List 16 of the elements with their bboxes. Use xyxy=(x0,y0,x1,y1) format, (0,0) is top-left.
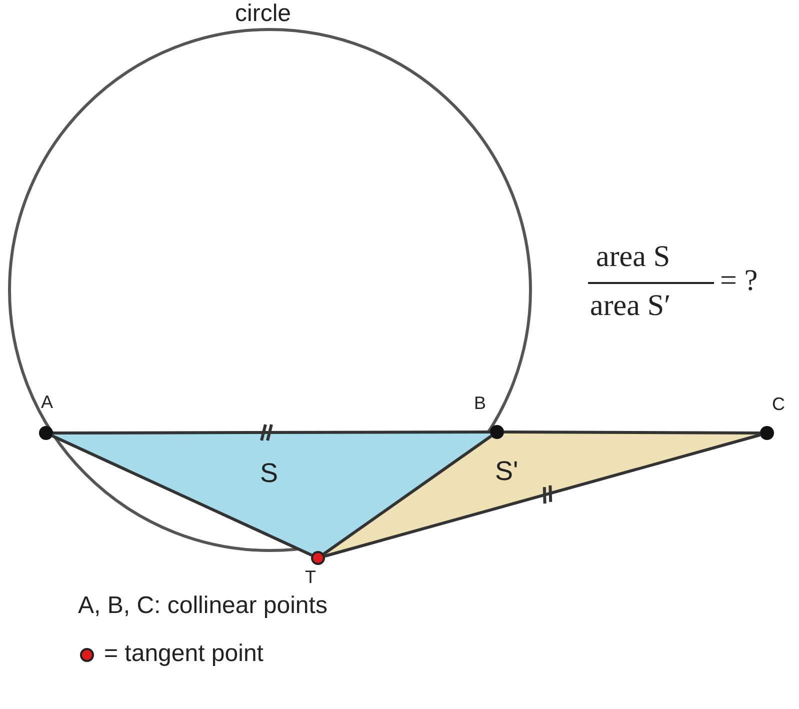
note-text: A, B, C: collinear points xyxy=(78,592,328,620)
line-segment xyxy=(504,430,760,434)
region-label: S' xyxy=(495,456,518,487)
region-label: S xyxy=(260,458,278,489)
line-segment xyxy=(322,434,492,556)
line-segment xyxy=(52,434,312,556)
point-label: C xyxy=(772,394,785,415)
circle-label: circle xyxy=(235,0,292,28)
formula-text: = ? xyxy=(720,264,758,298)
point-label: A xyxy=(41,392,54,413)
point-label: T xyxy=(305,567,316,588)
fraction-numerator: area S xyxy=(596,240,670,274)
line-segment xyxy=(52,423,492,442)
fraction-denominator: area S′ xyxy=(590,289,671,323)
legend-text: = tangent point xyxy=(104,640,264,668)
point-label: B xyxy=(474,393,486,414)
